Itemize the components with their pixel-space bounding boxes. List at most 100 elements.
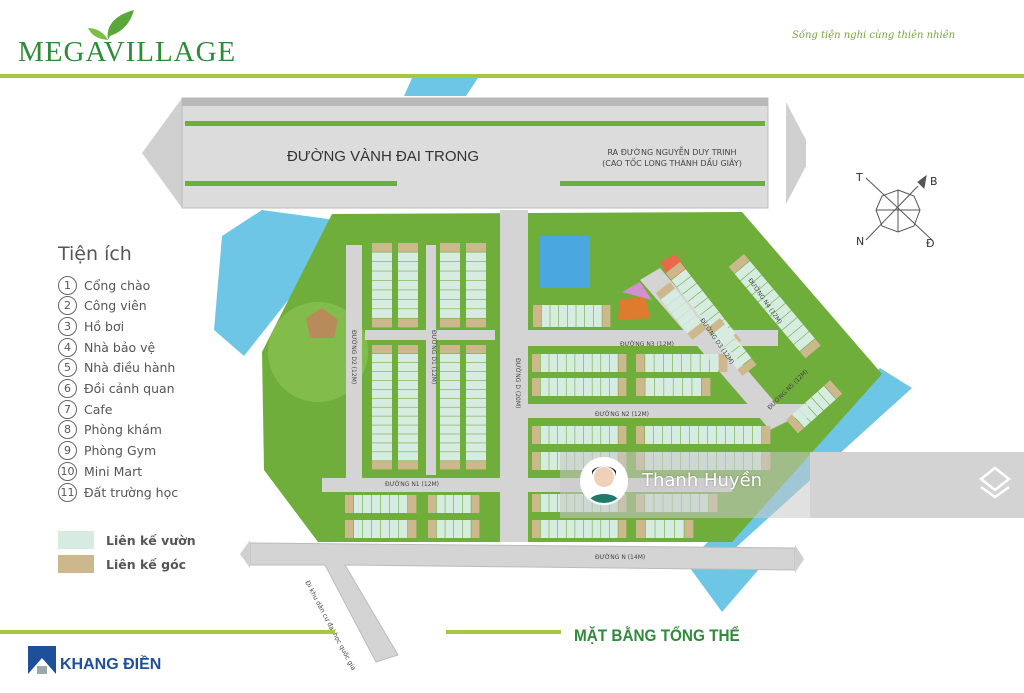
garden-lot (805, 397, 824, 417)
garden-lot (540, 452, 549, 470)
park-pavilion (306, 308, 338, 338)
garden-lot (372, 252, 392, 262)
lot-row (786, 380, 843, 434)
legend-number: 6 (58, 379, 77, 398)
garden-lot (549, 452, 558, 470)
garden-lot (549, 426, 558, 444)
garden-lot (663, 354, 673, 372)
garden-lot (566, 354, 575, 372)
corner-lot (532, 520, 541, 538)
garden-lot (717, 426, 726, 444)
garden-lot (399, 520, 408, 538)
road-label-d2: ĐƯỜNG D2 (12M) (350, 330, 357, 384)
garden-lot (746, 275, 768, 295)
garden-lot (676, 309, 697, 327)
garden-lot (788, 324, 809, 345)
garden-lot (440, 299, 460, 309)
lot-row (428, 495, 480, 513)
garden-lot (454, 520, 463, 538)
garden-lot (681, 426, 690, 444)
corner-lot (428, 520, 437, 538)
garden-lot (655, 520, 665, 538)
garden-lot (540, 520, 549, 538)
corner-lot (824, 380, 843, 399)
corner-lot (786, 414, 804, 434)
corner-swatch (58, 555, 94, 573)
footer-line (446, 630, 561, 634)
garden-lot (372, 261, 392, 271)
corner-lot (466, 345, 486, 354)
garden-lot (466, 416, 486, 425)
lot-row (398, 243, 418, 328)
legend-number: 1 (58, 275, 77, 295)
garden-lot (721, 338, 741, 356)
corner-lot (618, 426, 627, 444)
garden-lot (372, 271, 392, 281)
garden-lot (716, 331, 736, 349)
compass-west: T (855, 171, 863, 184)
garden-lot (541, 305, 550, 327)
garden-lot (466, 443, 486, 452)
corner-lot (687, 322, 707, 340)
garden-lot (672, 354, 682, 372)
garden-lot (390, 520, 399, 538)
garden-lot (372, 416, 392, 425)
garden-lot (666, 295, 686, 313)
garden-lot (782, 317, 803, 338)
garden-lot (398, 271, 418, 281)
garden-lot (699, 426, 708, 444)
lot-row (466, 345, 486, 470)
garden-lot (372, 389, 392, 398)
lot-row (372, 345, 392, 470)
garden-lot (540, 426, 549, 444)
legend-number: 4 (58, 337, 77, 357)
legend-label: Nhà bảo vệ (84, 339, 156, 355)
corner-lot (701, 378, 711, 396)
legend-label: Phòng khám (84, 422, 162, 438)
garden-lot (398, 416, 418, 425)
garden-lot (609, 520, 618, 538)
garden-lot (793, 331, 815, 352)
garden-lot (677, 276, 697, 295)
garden-lot (440, 290, 460, 300)
corner-lot (532, 354, 541, 372)
developer-name: KHANG ĐIỀN (60, 656, 162, 673)
garden-lot (466, 362, 486, 372)
garden-lot (398, 353, 418, 363)
lot-row (636, 426, 771, 444)
compass-east: Đ (926, 237, 935, 250)
garden-lot (440, 362, 460, 372)
garden-lot (399, 495, 408, 513)
garden-lot (549, 354, 558, 372)
garden-lot (440, 407, 460, 416)
garden-lot (557, 378, 566, 396)
garden-lot (559, 305, 568, 327)
garden-lot (735, 426, 744, 444)
garden-lot (811, 391, 830, 411)
corner-lot (762, 426, 771, 444)
garden-lot (398, 443, 418, 452)
corner-lot (471, 520, 480, 538)
garden-lot (592, 354, 601, 372)
garden-lot (440, 271, 460, 281)
legend-item: 4 Nhà bảo vệ (58, 337, 155, 357)
garden-lot (654, 378, 664, 396)
garden-lot (601, 354, 610, 372)
garden-lot (398, 389, 418, 398)
garden-lot (372, 443, 392, 452)
garden-lot (466, 380, 486, 390)
garden-lot (372, 290, 392, 300)
garden-lot (466, 407, 486, 416)
lot-row (636, 354, 728, 372)
garden-lot (436, 495, 445, 513)
legend-title: Tiện ích (58, 243, 132, 265)
corner-lot (532, 452, 541, 470)
legend-type-garden: Liên kế vườn (58, 531, 196, 549)
garden-lot (440, 452, 460, 461)
legend-label: Mini Mart (84, 463, 143, 479)
garden-lot (398, 362, 418, 372)
